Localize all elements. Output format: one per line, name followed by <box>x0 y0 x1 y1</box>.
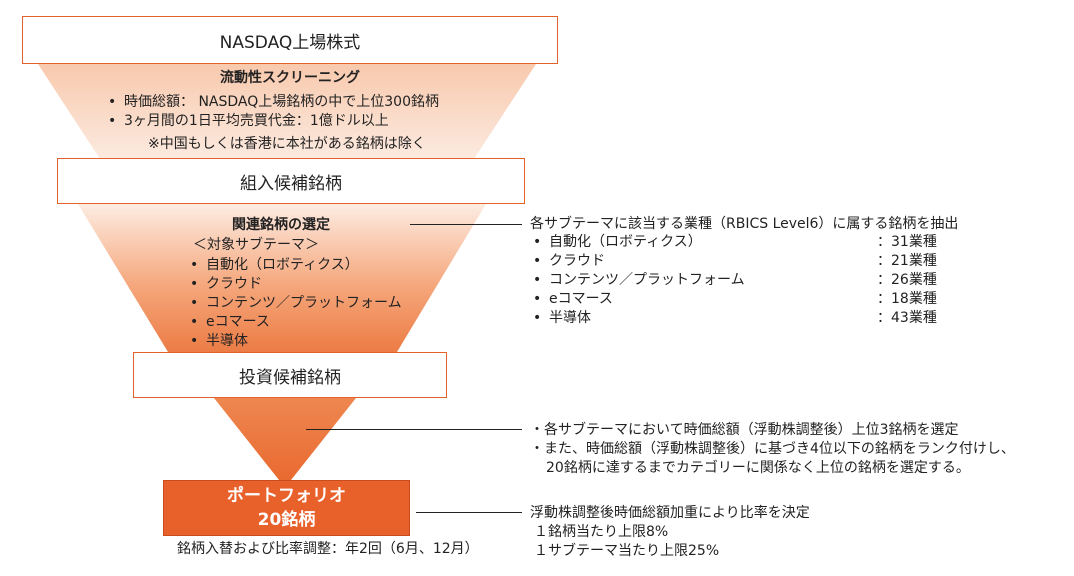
list-item: 半導体 <box>190 332 402 351</box>
industry-count: ：26業種 <box>877 272 937 288</box>
list-item: 自動化（ロボティクス） <box>190 256 402 275</box>
industry-count: ：43業種 <box>877 310 937 326</box>
list-item: クラウド ：21業種 <box>533 252 937 271</box>
stage-candidate-label: 組入候補銘柄 <box>240 173 342 194</box>
list-item: コンテンツ／プラットフォーム <box>190 294 402 313</box>
connector-line-3 <box>416 512 522 513</box>
list-item: コンテンツ／プラットフォーム ：26業種 <box>533 271 937 290</box>
list-item: 半導体 ：43業種 <box>533 309 937 328</box>
list-item: eコマース ：18業種 <box>533 290 937 309</box>
list-item: 自動化（ロボティクス） ：31業種 <box>533 233 937 252</box>
industry-count: ：18業種 <box>877 291 937 307</box>
selection-title: 関連銘柄の選定 <box>232 217 330 233</box>
list-item: 時価総額： NASDAQ上場銘柄の中で上位300銘柄 <box>108 93 439 112</box>
rebalance-note: 銘柄入替および比率調整：年2回（6月、12月） <box>177 541 479 557</box>
stage-investment-label: 投資候補銘柄 <box>239 367 341 388</box>
weight-line: １銘柄当たり上限8% <box>534 524 669 540</box>
portfolio-title: ポートフォリオ <box>227 486 346 506</box>
stage-candidate-box: 組入候補銘柄 <box>57 158 525 204</box>
industry-count: ：31業種 <box>877 234 937 250</box>
industry-extraction-heading: 各サブテーマに該当する業種（RBICS Level6）に属する銘柄を抽出 <box>530 216 959 232</box>
list-item: クラウド <box>190 275 402 294</box>
screening-title: 流動性スクリーニング <box>220 70 360 86</box>
connector-line-2 <box>306 429 522 430</box>
rule-line: ・また、時価総額（浮動株調整後）に基づき4位以下の銘柄をランク付けし、 <box>530 441 1015 457</box>
rule-line: 20銘柄に達するまでカテゴリーに関係なく上位の銘柄を選定する。 <box>546 460 970 476</box>
portfolio-count: 20銘柄 <box>257 510 316 530</box>
theme-name: コンテンツ／プラットフォーム <box>533 271 877 290</box>
weighting-rules: 浮動株調整後時価総額加重により比率を決定 １銘柄当たり上限8% １サブテーマ当た… <box>530 504 810 561</box>
theme-name: eコマース <box>533 290 877 309</box>
theme-name: 半導体 <box>533 309 877 328</box>
exclusion-note: ※中国もしくは香港に本社がある銘柄は除く <box>148 136 426 152</box>
stage-nasdaq-label: NASDAQ上場株式 <box>219 32 361 53</box>
industry-count-list: 自動化（ロボティクス） ：31業種 クラウド ：21業種 コンテンツ／プラットフ… <box>533 233 937 328</box>
theme-name: 自動化（ロボティクス） <box>533 233 877 252</box>
stage-nasdaq-box: NASDAQ上場株式 <box>22 16 558 64</box>
themes-list: 自動化（ロボティクス） クラウド コンテンツ／プラットフォーム eコマース 半導… <box>190 256 402 351</box>
selection-rules: ・各サブテーマにおいて時価総額（浮動株調整後）上位3銘柄を選定 ・また、時価総額… <box>530 421 1015 478</box>
theme-name: クラウド <box>533 252 877 271</box>
industry-count: ：21業種 <box>877 253 937 269</box>
themes-header: ＜対象サブテーマ＞ <box>193 237 319 253</box>
weight-line: １サブテーマ当たり上限25% <box>534 543 720 559</box>
list-item: eコマース <box>190 313 402 332</box>
weight-line: 浮動株調整後時価総額加重により比率を決定 <box>530 505 810 521</box>
rule-line: ・各サブテーマにおいて時価総額（浮動株調整後）上位3銘柄を選定 <box>530 422 959 438</box>
funnel-segment-3 <box>214 398 356 480</box>
screening-criteria-list: 時価総額： NASDAQ上場銘柄の中で上位300銘柄 3ヶ月間の1日平均売買代金… <box>108 93 439 131</box>
stage-investment-box: 投資候補銘柄 <box>133 352 447 398</box>
list-item: 3ヶ月間の1日平均売買代金：1億ドル以上 <box>108 112 439 131</box>
connector-line-1 <box>410 224 522 225</box>
portfolio-box: ポートフォリオ 20銘柄 <box>163 480 410 536</box>
